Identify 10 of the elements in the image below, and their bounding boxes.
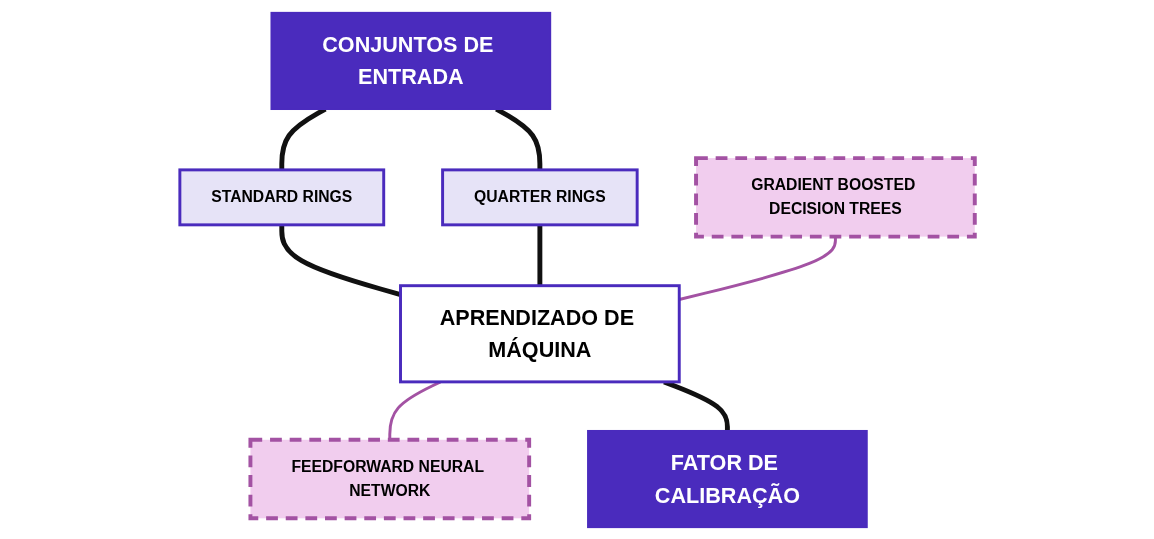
connector xyxy=(537,224,542,286)
node-box: FEEDFORWARD NEURAL NETWORK xyxy=(248,437,531,520)
node-box: APRENDIZADO DE MÁQUINA xyxy=(398,283,681,383)
connector xyxy=(678,236,837,301)
node-box: GRADIENT BOOSTED DECISION TREES xyxy=(693,155,977,239)
node-box: STANDARD RINGS xyxy=(178,167,385,226)
connector xyxy=(279,224,401,297)
node-box: CONJUNTOS DE ENTRADA xyxy=(270,11,551,110)
node-box: FATOR DE CALIBRAÇÃO xyxy=(586,429,868,528)
node-box: QUARTER RINGS xyxy=(440,167,639,226)
